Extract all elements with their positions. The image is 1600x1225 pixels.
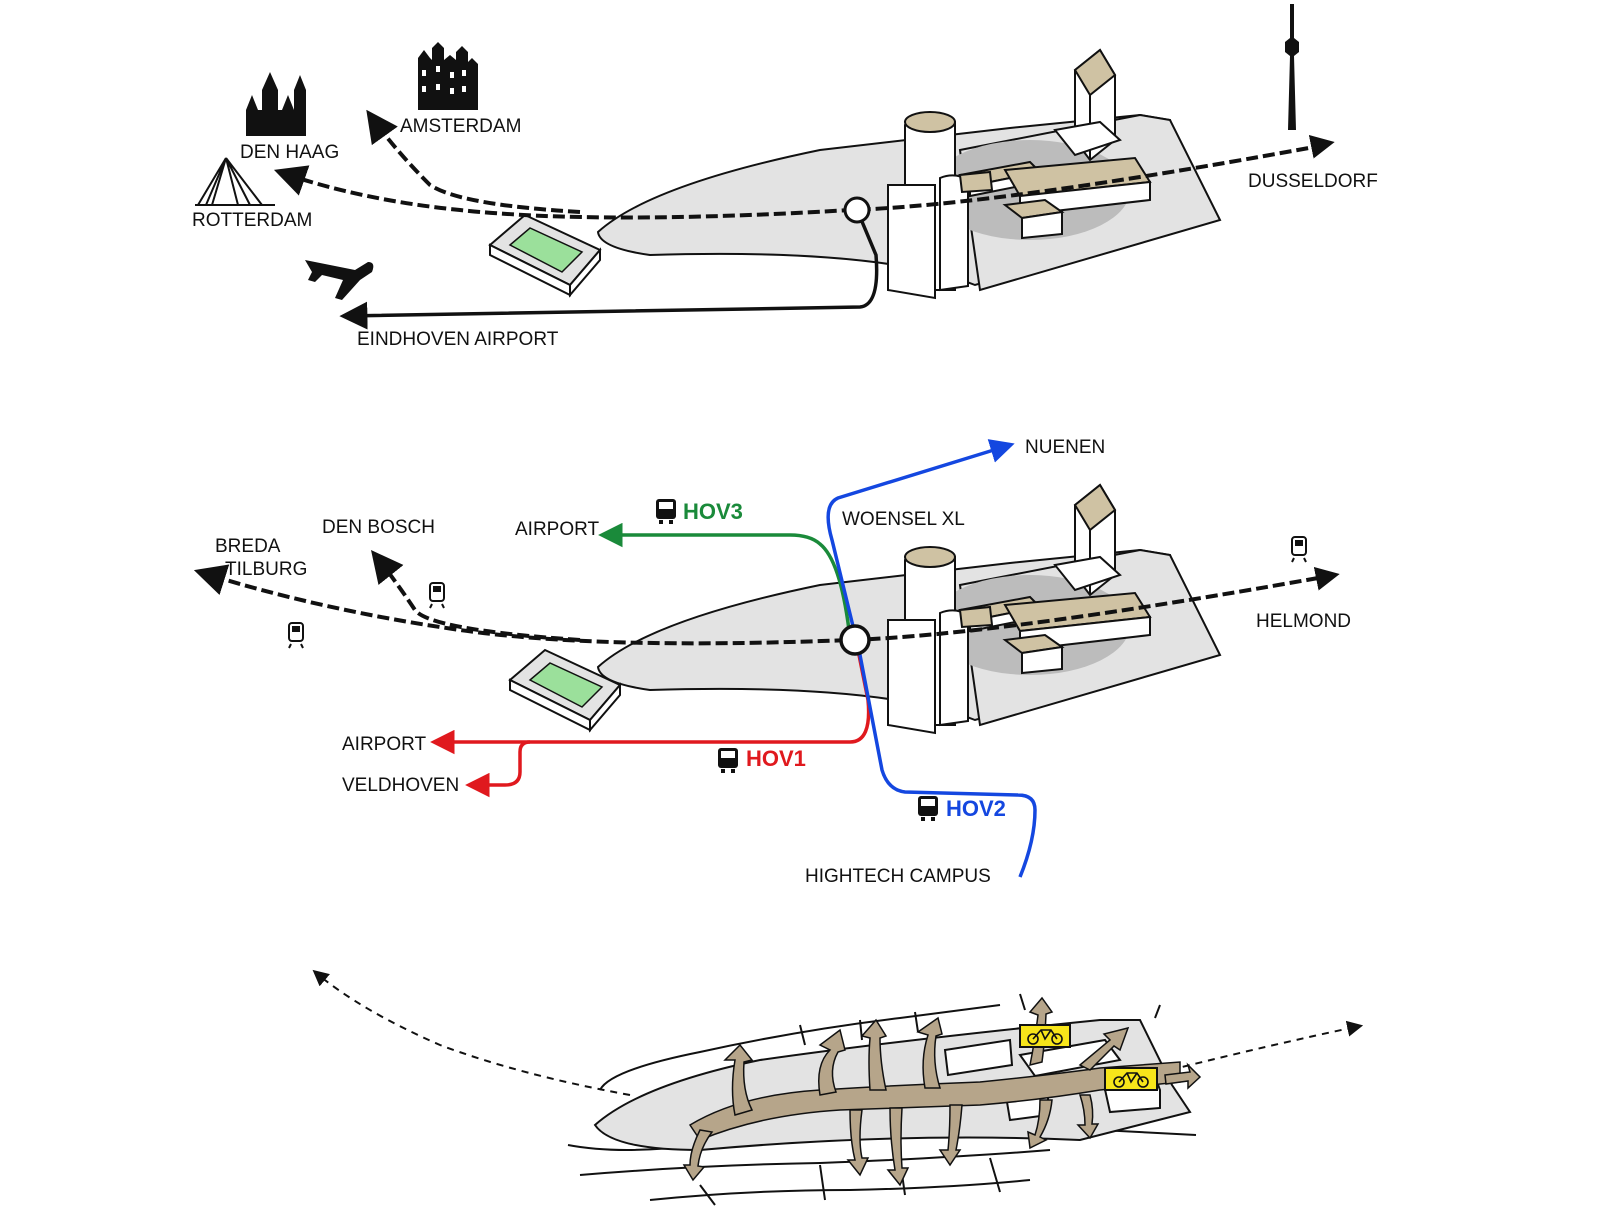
label-dusseldorf: DUSSELDORF xyxy=(1248,171,1378,192)
label-woensel-xl: WOENSEL XL xyxy=(842,509,965,530)
label-hightech-campus: HIGHTECH CAMPUS xyxy=(805,866,991,887)
label-breda: BREDA xyxy=(215,536,281,557)
rotterdam-bridge-icon xyxy=(195,157,275,206)
label-airport-hov1: AIRPORT xyxy=(342,734,427,755)
train-icon xyxy=(429,582,445,609)
label-hov1: HOV1 xyxy=(746,746,806,771)
bus-icon xyxy=(718,748,738,773)
rail-arrow-helmond xyxy=(1313,566,1340,591)
bicycle-parking-badge xyxy=(1019,1024,1071,1048)
label-den-haag: DEN HAAG xyxy=(240,142,339,163)
bicycle-parking-badge xyxy=(1104,1067,1158,1091)
den-haag-palace-icon xyxy=(246,72,306,136)
bicycle-icon xyxy=(1113,1072,1149,1088)
label-hov3: HOV3 xyxy=(683,499,743,524)
bus-icon xyxy=(918,796,938,821)
label-amsterdam: AMSTERDAM xyxy=(400,116,521,137)
bus-icon xyxy=(656,499,676,524)
rail-line-west xyxy=(193,564,1336,646)
diagram-regional-rail: AMSTERDAM DEN HAAG ROTTERDAM DUSSELDORF … xyxy=(192,4,1378,350)
airport-link-line xyxy=(339,211,879,330)
label-hov2: HOV2 xyxy=(946,796,1006,821)
label-helmond: HELMOND xyxy=(1256,611,1351,632)
airplane-icon xyxy=(305,260,374,300)
route-hov2 xyxy=(826,439,1037,878)
rail-dashed-east xyxy=(1169,1020,1364,1071)
stadium xyxy=(489,214,601,296)
label-rotterdam: ROTTERDAM xyxy=(192,210,312,231)
label-eindhoven-airport: EINDHOVEN AIRPORT xyxy=(357,329,559,350)
label-tilburg: TILBURG xyxy=(225,559,307,580)
tv-tower-icon xyxy=(1285,4,1299,130)
route-hov1 xyxy=(465,649,871,798)
diagram-bus-network: HOV3 HOV1 HOV2 NUENEN WOENSEL XL AIRPORT… xyxy=(193,437,1351,887)
rail-dashed-west xyxy=(312,969,631,1096)
route-hov3 xyxy=(598,522,851,631)
amsterdam-skyline-icon xyxy=(418,42,478,110)
building-block xyxy=(1018,1038,1122,1078)
label-veldhoven: VELDHOVEN xyxy=(342,775,459,796)
train-icon xyxy=(1291,536,1307,563)
train-icon xyxy=(288,622,304,649)
bicycle-icon xyxy=(1027,1029,1063,1045)
label-den-bosch: DEN BOSCH xyxy=(322,517,435,538)
rail-arrow-dusseldorf xyxy=(1308,134,1335,159)
building-block xyxy=(943,1038,1014,1077)
label-airport-hov3: AIRPORT xyxy=(515,519,600,540)
rail-line-west xyxy=(273,143,1326,220)
central-station-node xyxy=(843,196,871,224)
label-nuenen: NUENEN xyxy=(1025,437,1105,458)
diagram-pedestrian-network xyxy=(312,969,1364,1206)
rail-line-den-bosch xyxy=(371,550,581,642)
rail-line-amsterdam xyxy=(366,109,581,214)
central-station-node xyxy=(839,624,871,656)
